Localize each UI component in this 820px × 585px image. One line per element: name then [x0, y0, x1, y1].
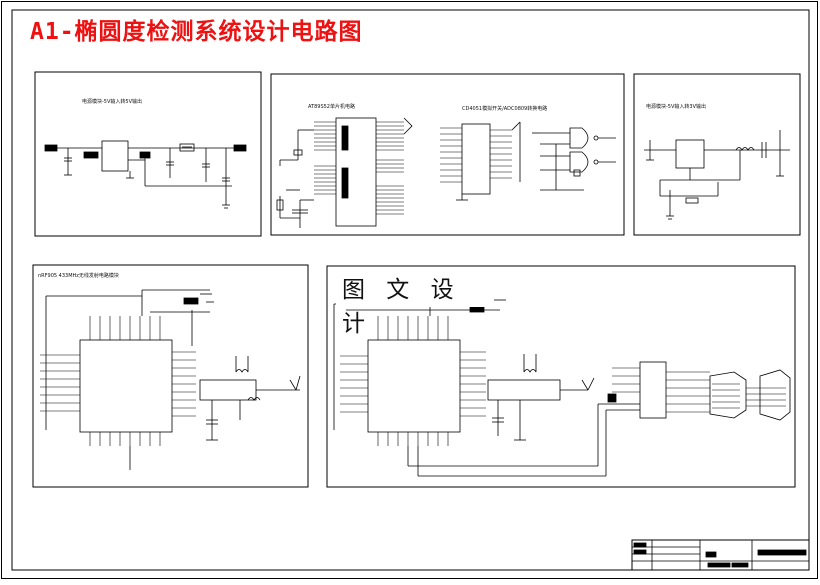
- adc-panel-label: CD4051模拟开关/ADC0809转换电路: [462, 106, 548, 112]
- rf-receiver-schematic: [326, 265, 796, 488]
- rf-transmitter-schematic: [32, 264, 309, 488]
- regulator-schematic: [633, 73, 801, 236]
- power-panel-label: 电源模块-5V输入转5V输出: [82, 99, 143, 105]
- watermark-label: 图 文 设 计: [336, 273, 492, 337]
- mcu-panel-label: AT89S52单片机电路: [308, 104, 355, 110]
- power-supply-schematic: [34, 71, 262, 237]
- rf-tx-panel-label: nRF905 433MHz无线发射电路模块: [38, 273, 119, 279]
- title-block: [631, 539, 810, 571]
- inner-border: [11, 9, 810, 571]
- regulator-panel-label: 电源模块-5V输入转3V输出: [646, 104, 707, 110]
- mcu-adc-schematic: [270, 73, 625, 236]
- page-title: A1-椭圆度检测系统设计电路图: [30, 19, 363, 45]
